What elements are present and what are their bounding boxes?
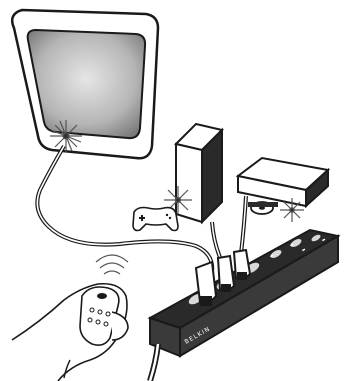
- signal-waves: [95, 254, 129, 275]
- power-strip-icon: BELKIN: [147, 228, 341, 358]
- tv-icon: [11, 8, 160, 160]
- subwoofer-icon: [174, 122, 224, 225]
- plug-icon: [194, 260, 218, 306]
- thumb: [111, 311, 129, 341]
- dvd-player-icon: [235, 156, 331, 215]
- spark-icon: [164, 186, 192, 214]
- spark-icon: [280, 198, 304, 222]
- spark-icon: [50, 120, 82, 152]
- plug-icon: [232, 248, 252, 280]
- plug-icon: [216, 254, 236, 292]
- remote-control-icon: [79, 286, 120, 346]
- gamepad-icon: [132, 206, 179, 232]
